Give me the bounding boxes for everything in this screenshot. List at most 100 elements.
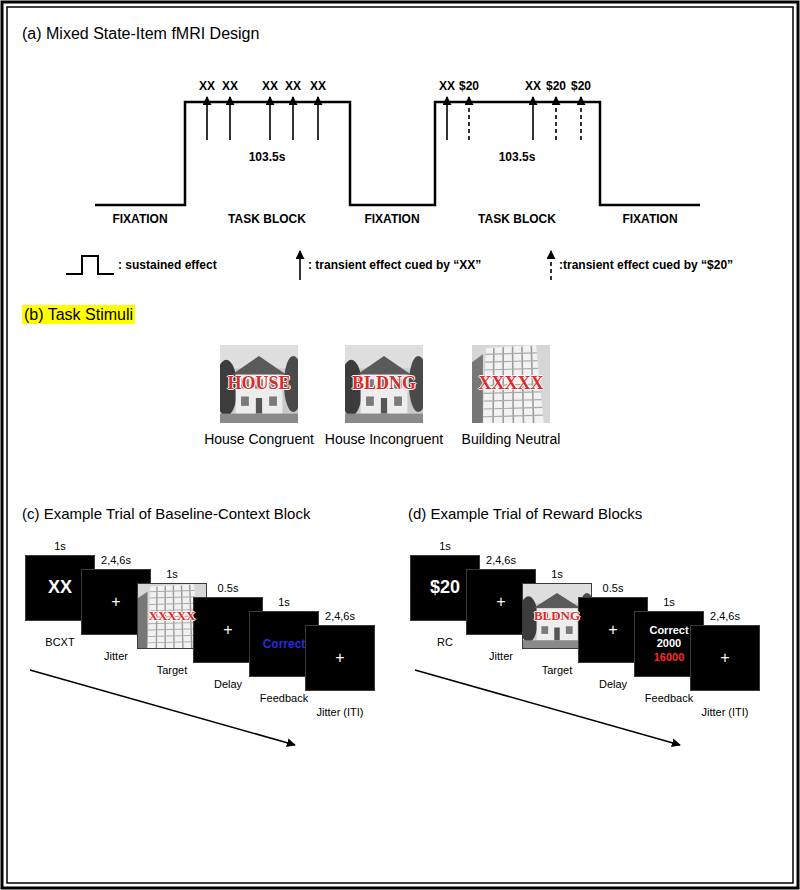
screen-content: XXXXX <box>149 608 196 624</box>
duration-label: 2,4,6s <box>101 554 131 567</box>
trial-screen: $201sRC <box>410 555 480 621</box>
legend-text: : sustained effect <box>118 258 217 272</box>
screen-content: Correct <box>649 624 688 637</box>
solid-arrow <box>269 97 271 140</box>
cue-marker: XX <box>525 79 541 93</box>
cue-marker: XX <box>199 79 215 93</box>
trial-screen: +2,4,6sJitter <box>466 569 536 635</box>
screen-content: + <box>223 620 232 639</box>
panel-title: (d) Example Trial of Reward Blocks <box>408 505 642 523</box>
reward-cue-arrows <box>469 97 581 140</box>
stimulus-image: BLDNGHouse Incongruent <box>345 345 423 423</box>
trial-screen: Correct1sFeedback <box>249 611 319 677</box>
step-label: Target <box>542 664 573 677</box>
duration-label: 2,4,6s <box>710 610 740 623</box>
legend-text: : transient effect cued by “XX” <box>308 258 481 272</box>
condition-caption: House Incongruent <box>325 431 443 448</box>
time-arrow <box>30 670 295 745</box>
trial-screen: +2,4,6sJitter <box>81 569 151 635</box>
solid-arrow <box>229 97 231 140</box>
dashed-arrow-sample <box>550 251 552 280</box>
duration-label: 1s <box>663 596 675 609</box>
inner-frame <box>7 7 793 883</box>
cue-marker: XX <box>222 79 238 93</box>
cue-marker: XX <box>310 79 326 93</box>
period-label: FIXATION <box>364 212 419 226</box>
screen-content: 2000 <box>657 637 681 650</box>
xx-cue-arrows <box>207 97 533 140</box>
solid-arrow <box>292 97 294 140</box>
step-label: Jitter (ITI) <box>316 706 363 719</box>
trial-screen: +0.5sDelay <box>578 597 648 663</box>
duration-label: 1s <box>278 596 290 609</box>
panel-title: (a) Mixed State-Item fMRI Design <box>22 24 259 43</box>
stimulus-word: BLDNG <box>352 373 416 395</box>
cue-marker: XX <box>262 79 278 93</box>
step-label: Delay <box>214 678 242 691</box>
cue-marker: XX <box>285 79 301 93</box>
solid-arrow <box>206 97 208 140</box>
duration-label: 1s <box>439 540 451 553</box>
condition-caption: House Congruent <box>204 431 314 448</box>
cue-marker: $20 <box>571 79 591 93</box>
step-label: Feedback <box>645 692 693 705</box>
stimulus-word: HOUSE <box>227 373 290 395</box>
step-label: Jitter (ITI) <box>701 706 748 719</box>
cue-marker: $20 <box>459 79 479 93</box>
screen-content: BLDNG <box>534 608 580 624</box>
period-label: TASK BLOCK <box>228 212 306 226</box>
screen-content: 16000 <box>654 651 685 664</box>
step-label: BCXT <box>45 636 74 649</box>
screen-content: + <box>111 592 120 611</box>
panel-title: (b) Task Stimuli <box>22 305 135 324</box>
trial-screen: Correct2000160001sFeedback <box>634 611 704 677</box>
screen-content: + <box>335 648 344 667</box>
screen-content: + <box>608 620 617 639</box>
solid-arrow <box>317 97 319 140</box>
trial-screen: +0.5sDelay <box>193 597 263 663</box>
step-label: Jitter <box>104 650 128 663</box>
duration-label: 0.5s <box>218 582 239 595</box>
period-label: FIXATION <box>622 212 677 226</box>
solid-arrow <box>446 97 448 140</box>
trial-screen: BLDNG1sTarget <box>522 583 592 649</box>
dashed-arrow <box>580 97 582 140</box>
step-label: RC <box>437 636 453 649</box>
stimulus-photo <box>345 345 423 423</box>
stimulus-word: XXXXX <box>479 373 544 395</box>
solid-arrow-sample <box>299 251 301 280</box>
period-label: TASK BLOCK <box>478 212 556 226</box>
sustained-sample <box>66 256 114 274</box>
step-label: Delay <box>599 678 627 691</box>
stimulus-image: XXXXXBuilding Neutral <box>472 345 550 423</box>
screen-content: XX <box>48 577 72 599</box>
duration-label: 1s <box>166 568 178 581</box>
block-duration: 103.5s <box>249 150 286 164</box>
duration-label: 2,4,6s <box>486 554 516 567</box>
screen-content: Correct <box>263 637 306 651</box>
time-arrow <box>415 670 680 745</box>
legend-text: :transient effect cued by “$20” <box>559 258 733 272</box>
condition-caption: Building Neutral <box>462 431 561 448</box>
dashed-arrow <box>555 97 557 140</box>
trial-screen: XXXXX1sTarget <box>137 583 207 649</box>
block-timeline <box>95 102 700 205</box>
block-duration: 103.5s <box>499 150 536 164</box>
screen-content: + <box>720 648 729 667</box>
trial-screen: +2,4,6sJitter (ITI) <box>690 625 760 691</box>
panel-title: (c) Example Trial of Baseline-Context Bl… <box>22 505 310 523</box>
solid-arrow <box>532 97 534 140</box>
stimulus-photo <box>472 345 550 423</box>
stimulus-photo <box>220 345 298 423</box>
duration-label: 1s <box>551 568 563 581</box>
duration-label: 1s <box>54 540 66 553</box>
cue-marker: XX <box>439 79 455 93</box>
period-label: FIXATION <box>112 212 167 226</box>
trial-screen: XX1sBCXT <box>25 555 95 621</box>
step-label: Jitter <box>489 650 513 663</box>
step-label: Target <box>157 664 188 677</box>
step-label: Feedback <box>260 692 308 705</box>
duration-label: 0.5s <box>603 582 624 595</box>
trial-screen: +2,4,6sJitter (ITI) <box>305 625 375 691</box>
